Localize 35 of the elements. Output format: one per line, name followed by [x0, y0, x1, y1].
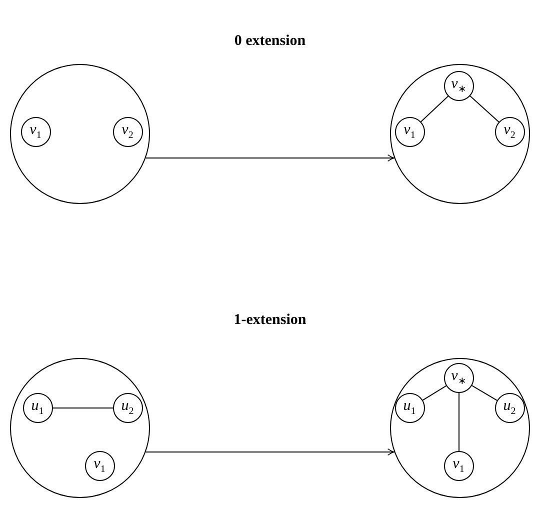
region-circle [390, 358, 530, 498]
vertex-circle [444, 450, 474, 480]
vertex-circle [444, 362, 474, 392]
region-circle [10, 64, 150, 204]
vertex-circle [494, 392, 524, 422]
vertex-circle [494, 116, 524, 146]
vertex-circle [394, 392, 424, 422]
vertex-circle [20, 116, 50, 146]
vertex-circle [84, 450, 114, 480]
vertex-label: v$_{1}$ [30, 122, 42, 140]
vertex-label: v$_{1}$ [452, 456, 464, 474]
edge-line [422, 385, 447, 401]
vertex-label: v$_{2}$ [504, 122, 516, 140]
vertex-circle [394, 116, 424, 146]
vertex-circle [112, 392, 142, 422]
vertex-label: v$_{1}$ [404, 122, 416, 140]
region-circle [10, 358, 150, 498]
edge-line [458, 392, 460, 452]
region-circle [390, 64, 530, 204]
vertex-label: v$_{∗}$ [451, 76, 466, 94]
vertex-label: v$_{2}$ [122, 122, 134, 140]
vertex-label: v$_{∗}$ [451, 368, 466, 386]
vertex-circle [22, 392, 52, 422]
vertex-label: u$_{1}$ [403, 398, 416, 416]
vertex-circle [112, 116, 142, 146]
vertex-label: u$_{2}$ [503, 398, 516, 416]
vertex-label: v$_{1}$ [94, 456, 106, 474]
heading: 1-extension [234, 312, 306, 329]
edge-line [470, 96, 500, 122]
vertex-label: u$_{1}$ [31, 398, 44, 416]
heading: 0 extension [234, 33, 306, 50]
edge-line [471, 385, 498, 401]
vertex-circle [444, 70, 474, 100]
vertex-label: u$_{2}$ [121, 398, 134, 416]
edge-line [420, 96, 449, 122]
